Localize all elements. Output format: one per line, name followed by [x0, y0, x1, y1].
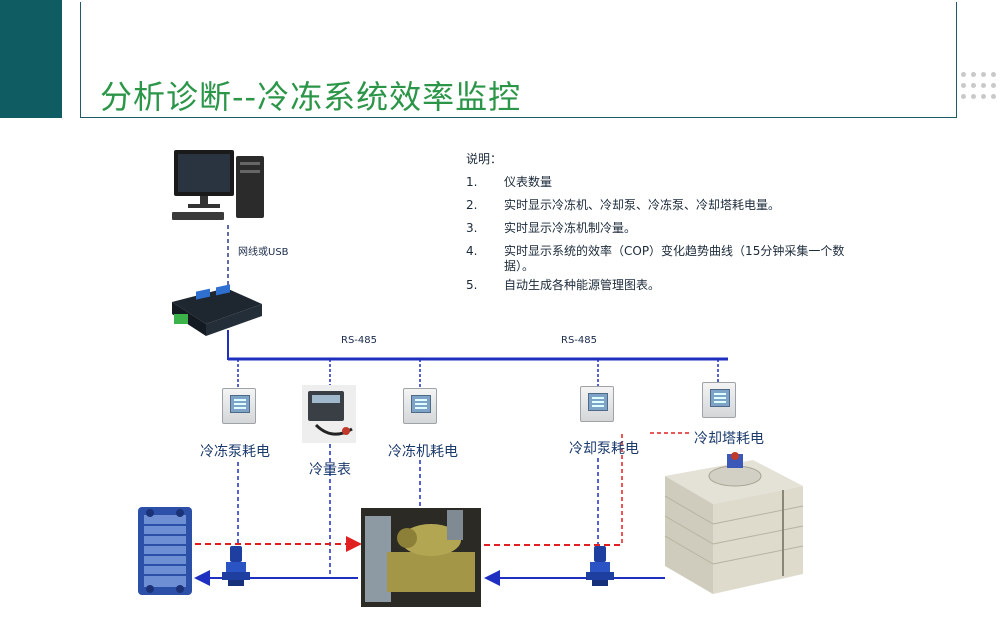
power-meter-icon: [222, 388, 256, 424]
chiller-icon: [361, 508, 481, 607]
chilled-pump-label: 冷冻泵耗电: [200, 441, 270, 461]
power-meter-icon: [702, 382, 736, 418]
converter-icon: [166, 284, 266, 340]
computer-icon: [168, 148, 268, 228]
cooling-tower-label: 冷却塔耗电: [694, 428, 764, 448]
heat-meter-icon: [302, 385, 356, 443]
bus-label: RS-485: [341, 335, 377, 346]
power-meter-icon: [403, 388, 437, 424]
cooling-meter-label: 冷量表: [309, 459, 351, 479]
pump-icon: [222, 546, 250, 586]
chiller-label: 冷冻机耗电: [388, 441, 458, 461]
power-meter-icon: [580, 386, 614, 422]
pump-icon: [586, 546, 614, 586]
heat-exchanger-icon: [136, 505, 194, 597]
bus-label: RS-485: [561, 335, 597, 346]
cooling-tower-icon: [661, 446, 807, 598]
cooling-pump-label: 冷却泵耗电: [569, 438, 639, 458]
link-label: 网线或USB: [238, 243, 289, 258]
